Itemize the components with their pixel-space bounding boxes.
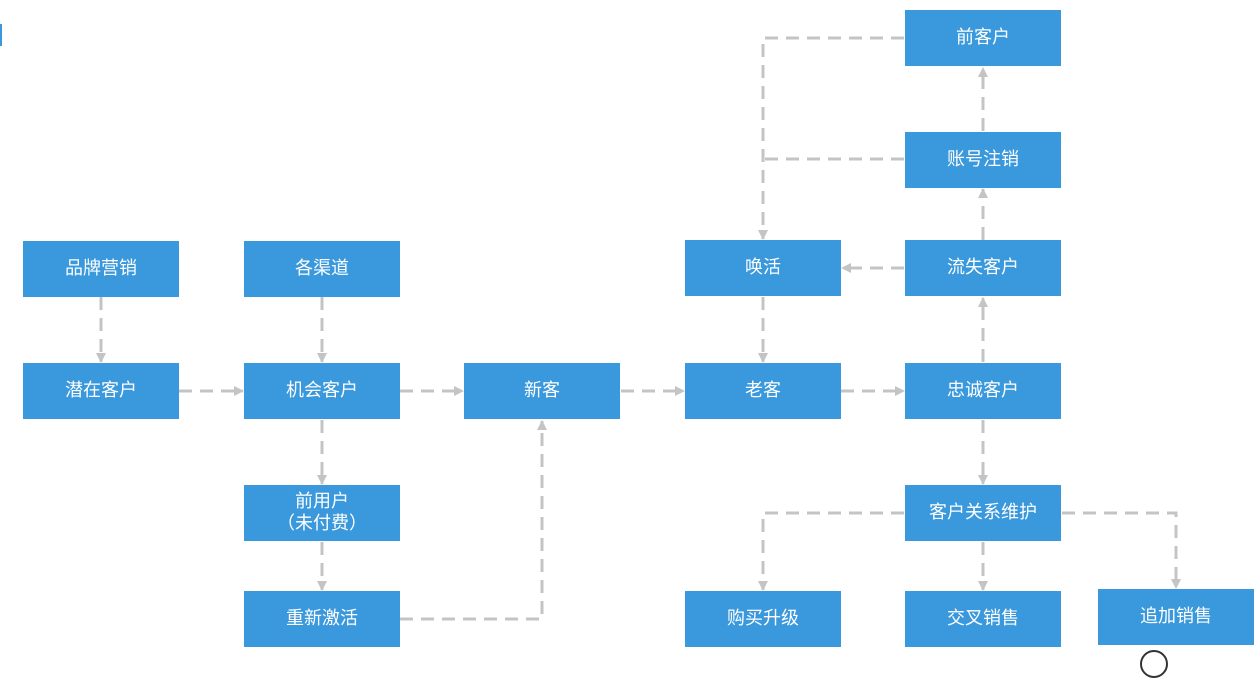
node-label: 追加销售 [1140,606,1212,627]
edge-former-to-reawaken [758,36,904,240]
node-label: 账号注销 [947,149,1019,170]
node-label: 唤活 [745,257,781,278]
node-label: 机会客户 [286,380,358,401]
node-potential-customer: 潜在客户 [23,363,179,419]
left-edge-marker [0,24,2,46]
node-old-customer: 老客 [685,363,841,419]
node-label: 新客 [524,380,560,401]
node-cross-sell: 交叉销售 [905,591,1061,647]
node-label: 各渠道 [295,258,349,279]
partial-circle-icon [1140,650,1168,678]
node-label: 购买升级 [727,608,799,629]
node-reawaken: 唤活 [685,240,841,296]
node-opportunity-customer: 机会客户 [244,363,400,419]
edge-crm-to-upsell [1062,511,1181,589]
node-label: 重新激活 [286,608,358,629]
node-label: 老客 [745,380,781,401]
node-label: 流失客户 [947,257,1019,278]
node-former-customer: 前客户 [905,10,1061,66]
node-account-cancel: 账号注销 [905,132,1061,188]
node-brand-marketing: 品牌营销 [23,241,179,297]
node-crm: 客户关系维护 [905,485,1061,541]
node-upgrade: 购买升级 [685,591,841,647]
node-label: 客户关系维护 [929,502,1037,523]
node-label: 交叉销售 [947,608,1019,629]
node-reactivate: 重新激活 [244,591,400,647]
node-new-customer: 新客 [464,363,620,419]
node-lost-customer: 流失客户 [905,240,1061,296]
node-loyal-customer: 忠诚客户 [905,363,1061,419]
node-label: 品牌营销 [65,258,137,279]
node-label-line1: 前用户 [295,491,349,512]
edge-crm-to-upgrade [758,511,904,591]
node-label: 潜在客户 [65,380,137,401]
node-label-line2: （未付费） [277,513,367,534]
node-pre-user: 前用户 （未付费） [244,485,400,541]
node-channels: 各渠道 [244,241,400,297]
edge-reactivate-to-new [400,420,547,621]
node-upsell: 追加销售 [1098,589,1254,645]
node-label: 前客户 [956,27,1010,48]
flow-connectors [96,36,1181,621]
node-label: 忠诚客户 [947,380,1019,401]
